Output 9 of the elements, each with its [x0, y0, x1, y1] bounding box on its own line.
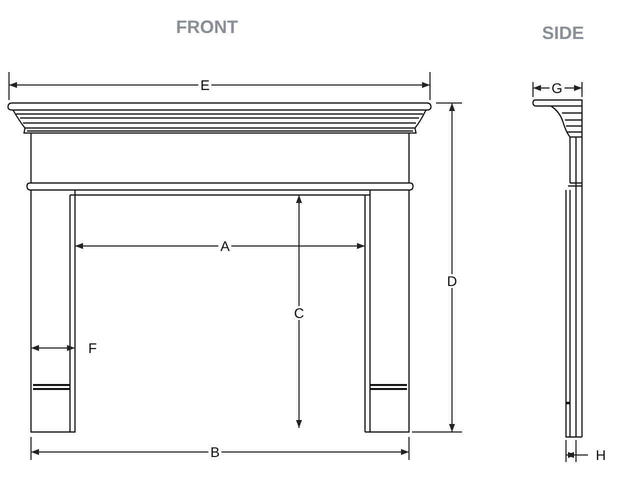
dimension-label: G: [550, 81, 564, 95]
dimension-label: E: [198, 78, 212, 92]
view-title: SIDE: [540, 24, 586, 42]
dimension-label: F: [86, 341, 99, 355]
dimension-label: H: [594, 448, 608, 462]
view-title: FRONT: [174, 18, 240, 36]
dimension-label: C: [292, 306, 306, 320]
dimension-label: B: [208, 445, 222, 459]
dimension-label: A: [218, 239, 232, 253]
